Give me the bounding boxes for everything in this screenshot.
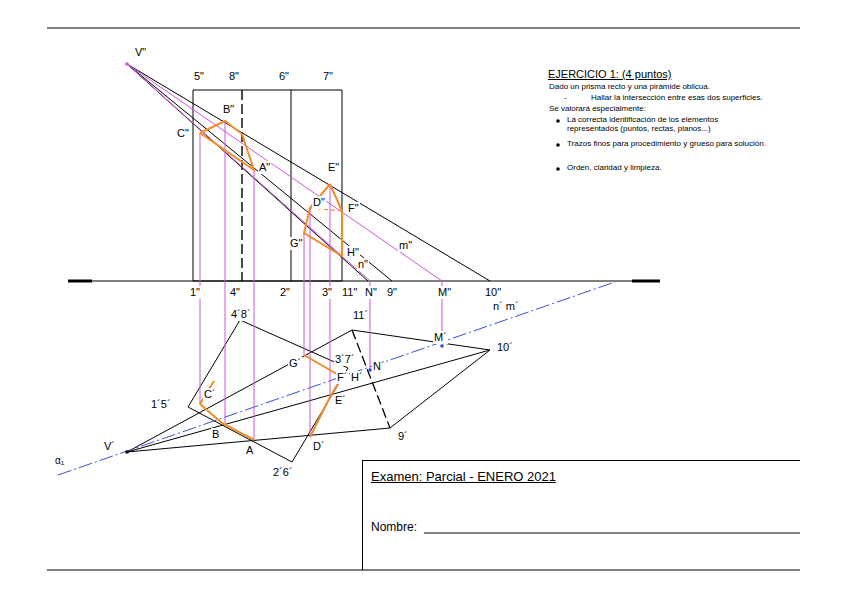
point-label: D" (312, 196, 326, 209)
projection-line (254, 170, 255, 440)
bullet (556, 167, 560, 171)
point-label: m" (398, 239, 413, 252)
criterion-text: Orden, claridad y limpieza. (566, 163, 663, 172)
point-label: N" (364, 286, 378, 299)
name-field-line (424, 533, 800, 534)
exercise-title: EJERCICIO 1: (4 puntos) (548, 68, 672, 80)
projection-line (225, 121, 226, 423)
point-label: 2´6´ (272, 466, 294, 479)
pyramid-edge (127, 428, 390, 452)
pyramid-edge (127, 350, 490, 452)
prism-elevation (193, 90, 342, 281)
point-label: B (211, 428, 220, 441)
point-label: 7" (322, 70, 334, 83)
point-label: C" (176, 127, 190, 140)
frame-line (47, 570, 800, 571)
point-label: 4" (229, 286, 241, 299)
instruction-text: Hallar la intersección entre esas dos su… (590, 93, 764, 102)
intersection-line (200, 404, 254, 440)
pyramid-edge (127, 330, 352, 452)
point-label: M´ (433, 331, 448, 344)
auxiliary-line-m (127, 64, 442, 281)
point-label: n" (357, 258, 369, 271)
exam-info-box: Examen: Parcial - ENERO 2021Nombre: (362, 460, 800, 570)
frame-line (47, 28, 800, 29)
point-label: E" (327, 161, 340, 174)
criterion-text: Trazos finos para procedimiento y grueso… (566, 139, 768, 148)
point-label: E´ (334, 394, 347, 407)
point-label: 8" (228, 70, 240, 83)
point-label: H´ (350, 371, 364, 384)
point-label: 9´ (397, 430, 409, 443)
point-label: G´ (288, 357, 302, 370)
prism-hidden-edge (241, 90, 242, 281)
pyramid-edge (127, 64, 392, 281)
point-label: α₁ (54, 455, 65, 467)
point-label: 11´ (352, 309, 369, 322)
instruction-text: Dado un prisma recto y una pirámide obli… (548, 82, 711, 91)
vertex-point (125, 62, 129, 66)
point-label: V´ (103, 440, 116, 453)
point-label: 9" (386, 286, 398, 299)
point-label: N´ (372, 360, 386, 373)
point-label: 4´8´ (230, 308, 252, 321)
ground-line-mark (68, 280, 92, 283)
intersection-line (200, 121, 254, 170)
point-label: F" (347, 202, 360, 215)
pyramid-edge (127, 64, 490, 281)
list-dash: - (563, 93, 568, 102)
pyramid-base (352, 330, 490, 428)
point-label: V" (134, 46, 147, 59)
point-label: 6" (278, 70, 290, 83)
bullet (556, 143, 560, 147)
point-label: C´ (203, 388, 217, 401)
point-label: D´ (312, 440, 326, 453)
instruction-text: Se valorará especialmente: (548, 104, 647, 113)
point-label: A (245, 444, 254, 457)
exam-heading: Examen: Parcial - ENERO 2021 (371, 469, 556, 484)
point-label: 10" (484, 286, 502, 299)
point-label: G" (289, 237, 303, 250)
point-label: H" (346, 246, 360, 259)
ground-line-mark (632, 280, 660, 283)
point-label: 2" (279, 286, 291, 299)
ground-line (68, 281, 660, 282)
point-label: 11" (341, 286, 358, 299)
point-label: 10´ (496, 341, 514, 354)
point-label: F´ (336, 371, 348, 384)
point-label: n´ m´ (492, 300, 520, 313)
prism-edge (291, 90, 292, 281)
name-field: Nombre: (371, 520, 417, 534)
point-marker (440, 344, 444, 348)
bullet (556, 119, 560, 123)
point-label: 5" (193, 70, 205, 83)
criterion-text: La correcta identificación de los elemen… (566, 115, 768, 133)
projection-line (310, 208, 311, 437)
point-label: 3´7´ (334, 353, 356, 366)
point-label: M" (437, 286, 452, 299)
point-label: 1´5´ (150, 398, 172, 411)
projection-line (304, 233, 305, 355)
auxiliary-line-n (127, 64, 370, 281)
projection-line (200, 133, 201, 404)
point-label: A" (258, 161, 271, 174)
point-label: B" (222, 103, 235, 116)
point-label: 1" (189, 286, 201, 299)
auxiliary-plane-trace (58, 282, 615, 475)
prism-plan (188, 320, 348, 462)
vertex-point (125, 450, 129, 454)
point-label: 3" (321, 286, 333, 299)
intersection-line (304, 184, 342, 256)
